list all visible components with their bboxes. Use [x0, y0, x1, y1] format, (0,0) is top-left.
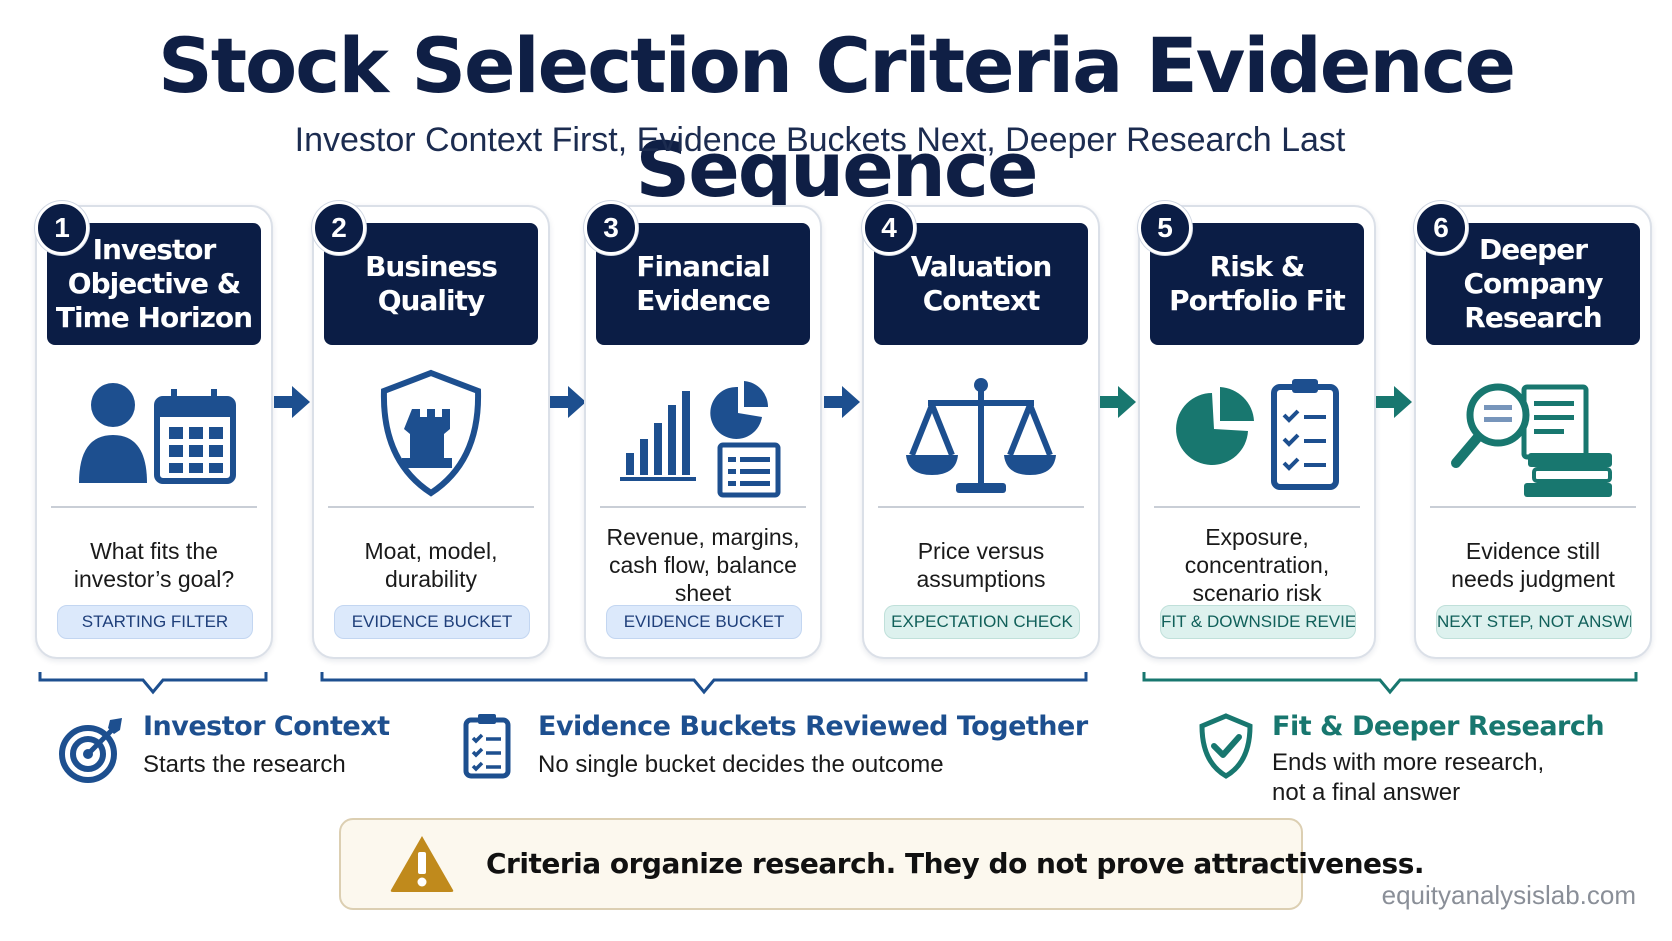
step-title: Financial Evidence — [636, 250, 771, 317]
step-description: Revenue, margins, cash flow, balance she… — [606, 524, 800, 606]
step-header: Risk & Portfolio Fit — [1150, 223, 1364, 345]
step-header: Business Quality — [324, 223, 538, 345]
step-description: Moat, model, durability — [364, 538, 498, 592]
step-divider — [1430, 506, 1636, 508]
step-title: Investor Objective & Time Horizon — [55, 233, 253, 334]
section-description: No single bucket decides the outcome — [538, 751, 944, 778]
step-description: What fits the investor’s goal? — [73, 538, 235, 592]
step-tag: NEXT STEP, NOT ANSWER — [1436, 605, 1632, 639]
step-card-4: 4 Valuation Context Price versus assumpt… — [862, 201, 1100, 659]
section-description: Starts the research — [143, 751, 346, 778]
step-tag: FIT & DOWNSIDE REVIEW — [1160, 605, 1356, 639]
warning-triangle-icon — [390, 836, 454, 892]
section-title: Evidence Buckets Reviewed Together — [538, 711, 1088, 742]
section-title: Fit & Deeper Research — [1272, 711, 1605, 742]
person-calendar-icon — [79, 383, 236, 484]
step-divider — [51, 506, 257, 508]
page-subtitle: Investor Context First, Evidence Buckets… — [294, 121, 1346, 159]
arrow-right-icon — [1376, 386, 1412, 418]
clipboard-checklist-icon — [463, 714, 511, 779]
footer-url: equityanalysislab.com — [1381, 880, 1636, 910]
shield-castle-icon — [380, 369, 482, 497]
shield-check-icon — [1199, 713, 1253, 779]
step-number-badge: 2 — [312, 201, 366, 255]
step-divider — [878, 506, 1084, 508]
group-bracket — [38, 672, 268, 695]
magnifier-books-icon — [1451, 383, 1612, 497]
step-card-6: 6 Deeper Company Research Evidence still… — [1414, 201, 1652, 659]
step-tag: EVIDENCE BUCKET — [606, 605, 802, 639]
step-divider — [1154, 506, 1360, 508]
arrow-right-icon — [1100, 386, 1136, 418]
step-divider — [600, 506, 806, 508]
target-icon — [59, 718, 122, 783]
step-title: Business Quality — [365, 250, 498, 317]
step-description: Exposure, concentration, scenario risk — [1184, 524, 1330, 606]
step-number-badge: 4 — [862, 201, 916, 255]
arrow-right-icon — [824, 386, 860, 418]
step-tag: EVIDENCE BUCKET — [334, 605, 530, 639]
arrow-right-icon — [274, 386, 310, 418]
step-title: Deeper Company Research — [1463, 233, 1603, 334]
step-number-badge: 3 — [584, 201, 638, 255]
balance-scale-icon — [906, 378, 1056, 493]
step-tag: EXPECTATION CHECK — [884, 605, 1080, 639]
page-title: Stock Selection Criteria Evidence Sequen… — [157, 21, 1516, 214]
warning-callout: Criteria organize research. They do not … — [339, 818, 1425, 910]
step-card-3: 3 Financial Evidence Revenue, margins, c… — [584, 201, 822, 659]
step-divider — [328, 506, 534, 508]
step-number-badge: 1 — [35, 201, 89, 255]
section-title: Investor Context — [143, 711, 390, 742]
step-description: Price versus assumptions — [916, 538, 1046, 592]
step-title: Valuation Context — [910, 250, 1053, 317]
group-bracket — [320, 672, 1088, 695]
step-number-badge: 6 — [1414, 201, 1468, 255]
arrow-right-icon — [550, 386, 586, 418]
step-title: Risk & Portfolio Fit — [1169, 250, 1346, 317]
warning-text: Criteria organize research. They do not … — [486, 847, 1425, 880]
pie-checklist-icon — [1176, 379, 1339, 490]
group-bracket — [1142, 672, 1638, 695]
step-number-badge: 5 — [1138, 201, 1192, 255]
step-description: Evidence still needs judgment — [1451, 538, 1615, 592]
step-card-5: 5 Risk & Portfolio Fit Exposure, concent… — [1138, 201, 1376, 659]
step-card-1: 1 Investor Objective & Time Horizon What… — [35, 201, 273, 659]
step-card-2: 2 Business Quality Moat, model, durabili… — [312, 201, 550, 659]
step-tag: STARTING FILTER — [57, 605, 253, 639]
bar-chart-pie-report-icon — [620, 381, 781, 498]
section-description: Ends with more research, not a final ans… — [1272, 749, 1545, 806]
